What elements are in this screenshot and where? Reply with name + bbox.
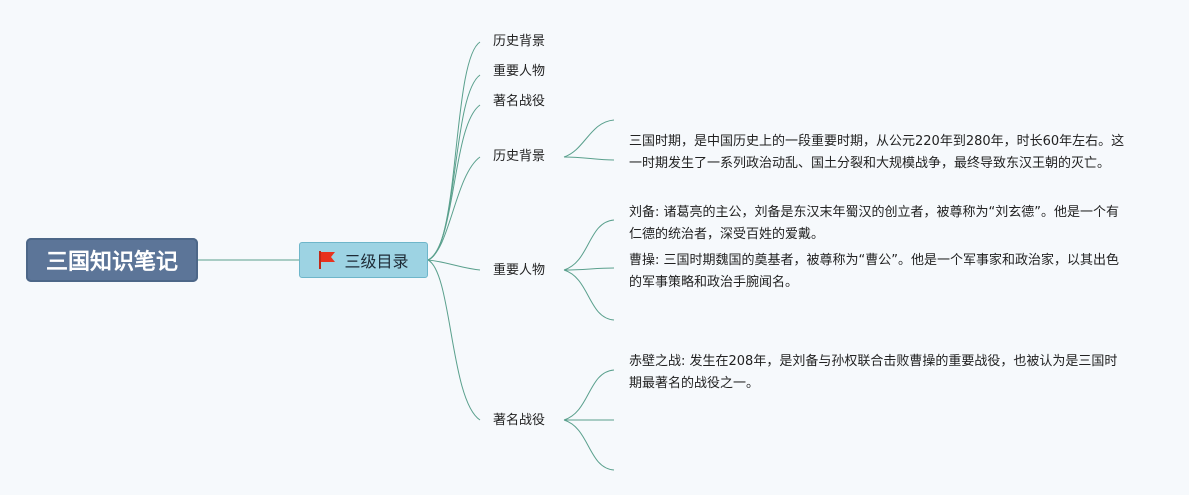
- note-red-cliffs: 赤壁之战: 发生在208年，是刘备与孙权联合击败曹操的重要战役，也被认为是三国时…: [629, 354, 1118, 391]
- link-battle-c: [563, 419, 615, 471]
- link-topic-6: [427, 259, 481, 421]
- topic-famous-battles[interactable]: 著名战役: [493, 94, 546, 109]
- link-people-b: [563, 267, 615, 271]
- link-battle-a: [563, 369, 615, 421]
- link-topic-1: [427, 41, 481, 261]
- flag-icon: [319, 251, 336, 269]
- link-people-c: [563, 269, 615, 321]
- topic-key-figures-detail[interactable]: 重要人物: [493, 263, 546, 278]
- note-liu-bei: 刘备: 诸葛亮的主公，刘备是东汉末年蜀汉的创立者，被尊称为“刘玄德”。他是一个有…: [629, 205, 1119, 242]
- link-topic-3: [427, 104, 481, 261]
- link-people-a: [563, 219, 615, 271]
- topic-famous-battles-detail[interactable]: 著名战役: [493, 413, 546, 428]
- root-node[interactable]: 三国知识笔记: [26, 238, 198, 282]
- note-cao-cao: 曹操: 三国时期魏国的奠基者，被尊称为“曹公”。他是一个军事家和政治家，以其出色…: [629, 253, 1119, 290]
- link-history-a: [563, 119, 615, 158]
- topic-key-figures[interactable]: 重要人物: [493, 64, 546, 79]
- topic-history-background-detail[interactable]: 历史背景: [493, 149, 546, 164]
- topic-history-background[interactable]: 历史背景: [493, 34, 546, 49]
- sub-node[interactable]: 三级目录: [299, 242, 428, 278]
- link-topic-4: [427, 156, 481, 261]
- link-history-b: [563, 156, 615, 161]
- note-history-background: 三国时期，是中国历史上的一段重要时期，从公元220年到280年，时长60年左右。…: [629, 134, 1125, 171]
- sub-title: 三级目录: [344, 252, 409, 271]
- root-title: 三国知识笔记: [45, 250, 178, 275]
- link-topic-5: [427, 259, 481, 271]
